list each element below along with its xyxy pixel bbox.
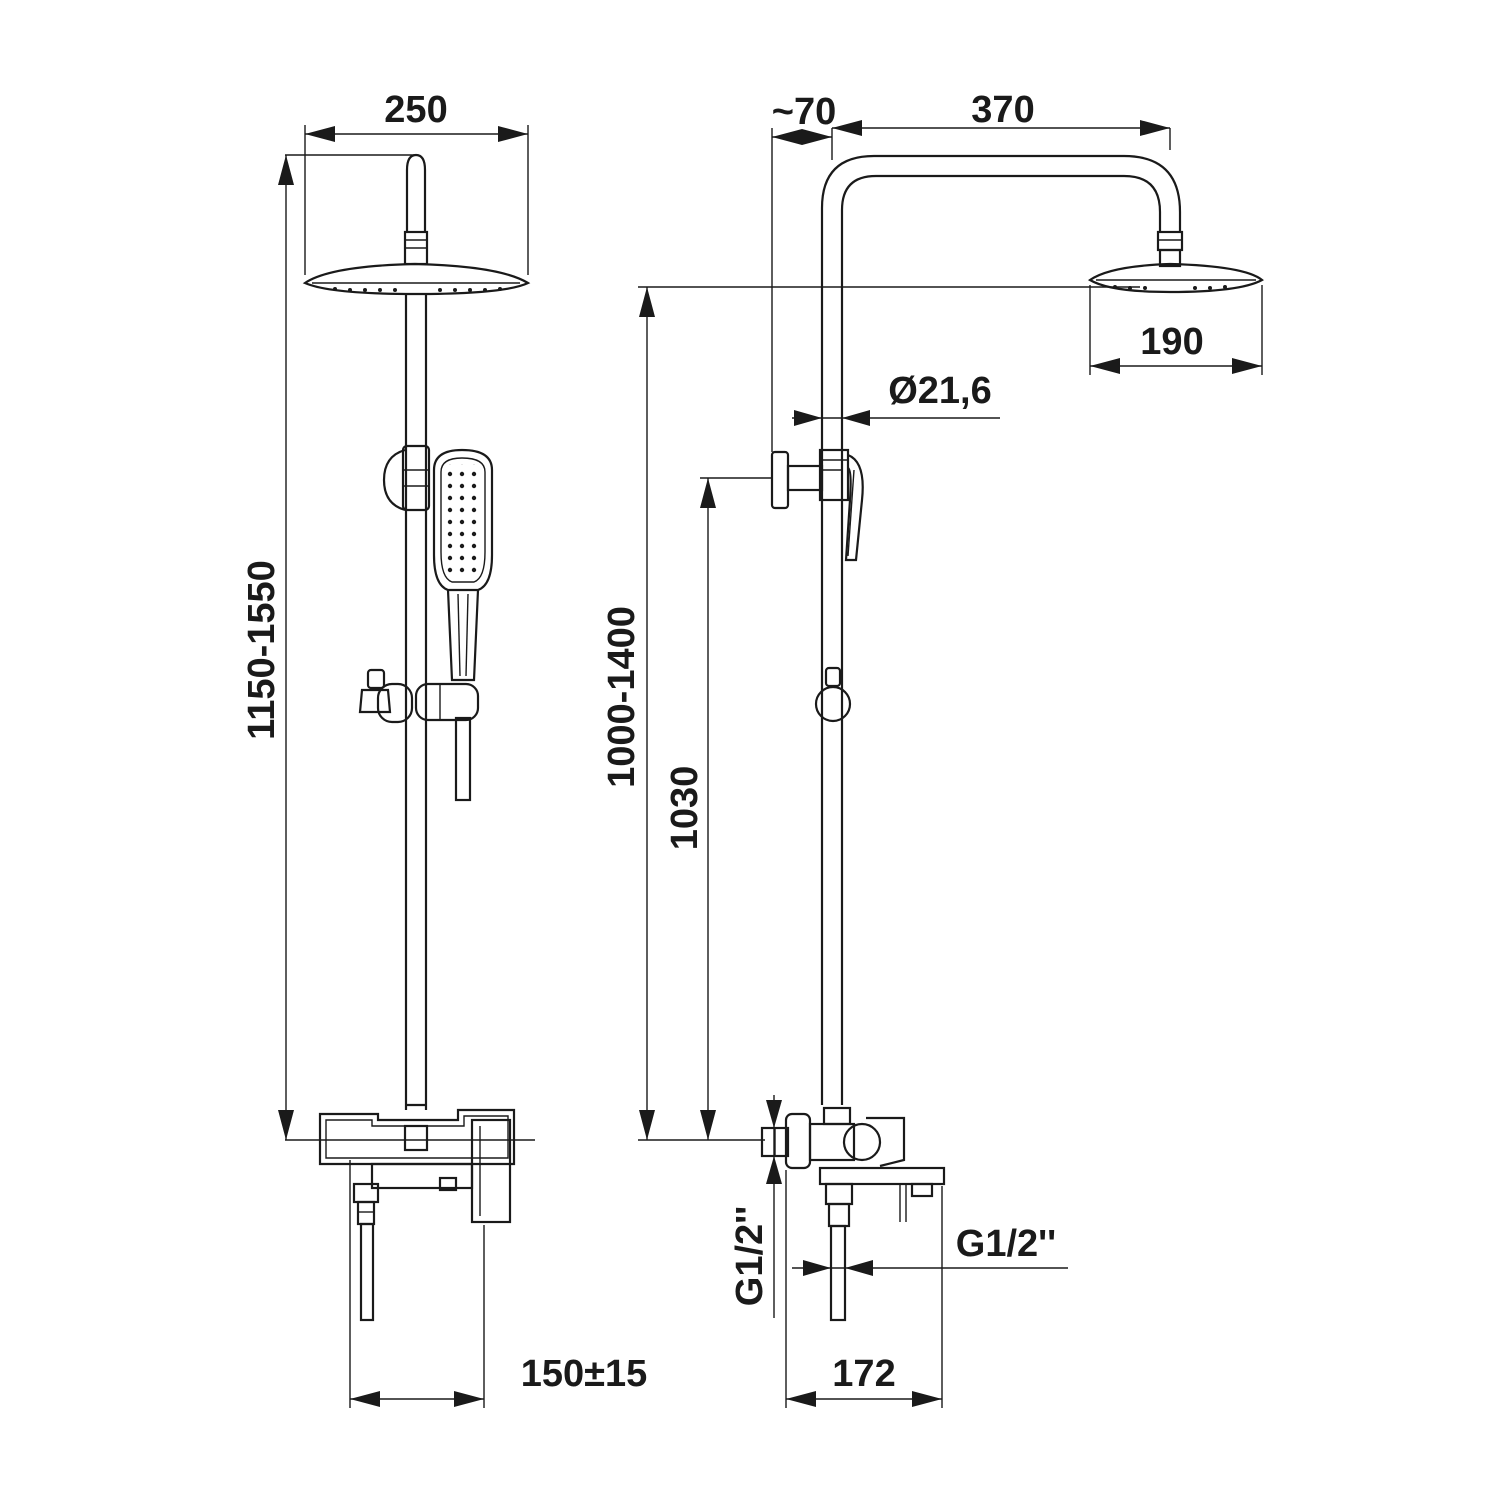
front-width-label: 250 [384,89,447,131]
front-mixer-body [318,1108,516,1224]
side-inlet-thread-label: G1/2'' [729,1206,771,1306]
front-inlet-eccentric [352,1182,380,1322]
front-head-nozzles [333,287,502,292]
side-height-label: 1000-1400 [601,606,643,788]
side-height-dimension: 1000-1400 [601,286,1140,1141]
front-view: 250 1150-1550 150±15 [241,89,647,1408]
front-upper-holder [382,444,431,512]
side-depth-label: 172 [832,1353,895,1395]
side-outlet-height-label: 1030 [664,766,706,851]
side-offset-label: ~70 [772,91,836,133]
side-inlet-thread-dimension: G1/2'' [729,1095,782,1318]
side-outlet-thread-label: G1/2'' [956,1223,1056,1265]
front-lower-slider [358,668,480,802]
side-rain-head [1087,230,1264,294]
front-hand-shower [432,448,494,682]
side-riser-arm [820,154,1182,1105]
front-inlet-dimension: 150±15 [349,1160,648,1408]
side-outlet-thread-dimension: G1/2'' [792,1223,1068,1276]
side-view: ~70 370 190 Ø21,6 [601,89,1264,1408]
front-riser-pipe [404,294,428,1110]
front-rain-head [302,153,531,296]
side-head-dimension: 190 [1089,285,1263,375]
side-lower-slider [814,666,852,723]
side-reach-label: 370 [971,89,1034,131]
front-inlet-label: 150±15 [521,1353,648,1395]
side-depth-dimension: 172 [785,1170,943,1408]
side-head-label: 190 [1140,321,1203,363]
side-mixer-body [760,1106,946,1322]
front-height-dimension: 1150-1550 [241,154,535,1141]
side-diameter-label: Ø21,6 [888,370,992,412]
side-reach-dimension: 370 [832,89,1171,150]
side-offset-dimension: ~70 [771,91,836,452]
side-diameter-dimension: Ø21,6 [792,370,1000,426]
front-width-dimension: 250 [304,89,529,275]
side-outlet-height-dimension: 1030 [664,477,772,1140]
front-height-label: 1150-1550 [241,560,283,740]
side-holder [770,448,864,562]
